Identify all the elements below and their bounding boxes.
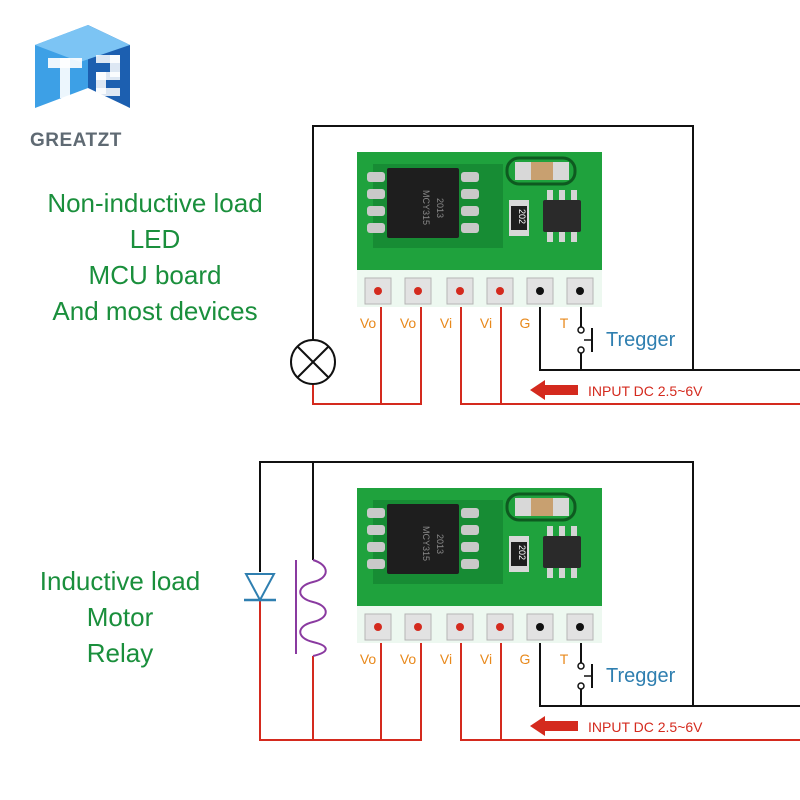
pin-label: G bbox=[520, 651, 531, 667]
bottom-pin-dots bbox=[374, 623, 504, 631]
bottom-pin-labels: Vo Vo Vi Vi G T bbox=[360, 651, 569, 667]
brand-logo-mark bbox=[35, 25, 130, 108]
top-trigger-label: Tregger bbox=[606, 329, 676, 351]
pin-label: Vi bbox=[480, 651, 492, 667]
bottom-section: Inductive load Motor Relay Tregger bbox=[40, 461, 800, 741]
top-resistor-marking: 202 bbox=[517, 209, 527, 224]
lamp-icon bbox=[290, 339, 336, 385]
brand-logo: GREATZT bbox=[30, 25, 130, 151]
bottom-label-line: Motor bbox=[87, 602, 154, 632]
top-input-label: INPUT DC 2.5~6V bbox=[588, 383, 703, 399]
pin-label: T bbox=[560, 651, 569, 667]
top-label-line: And most devices bbox=[52, 296, 257, 326]
pin-label: Vo bbox=[360, 651, 377, 667]
pin-label: T bbox=[560, 315, 569, 331]
top-label-line: Non-inductive load bbox=[47, 188, 262, 218]
diode-icon bbox=[244, 573, 276, 603]
bottom-input-arrow-icon bbox=[530, 716, 578, 736]
top-label-line: MCU board bbox=[89, 260, 222, 290]
pin-label: G bbox=[520, 315, 531, 331]
pin-label: Vi bbox=[480, 315, 492, 331]
relay-coil-icon bbox=[295, 559, 327, 657]
bottom-output-wire bbox=[259, 600, 422, 741]
pin-label: Vi bbox=[440, 651, 452, 667]
bottom-trigger-switch bbox=[577, 662, 593, 690]
bottom-load-labels: Inductive load Motor Relay bbox=[40, 566, 200, 668]
bottom-module-board: MCY315 2013 202 bbox=[355, 486, 604, 645]
bottom-label-line: Relay bbox=[87, 638, 153, 668]
top-trigger-switch bbox=[577, 326, 593, 354]
top-pin-labels: Vo Vo Vi Vi G T bbox=[360, 315, 569, 331]
bottom-input-label: INPUT DC 2.5~6V bbox=[588, 719, 703, 735]
pin-label: Vo bbox=[400, 651, 417, 667]
pin-label: Vo bbox=[400, 315, 417, 331]
brand-name: GREATZT bbox=[30, 130, 122, 151]
top-ground-wire bbox=[539, 290, 693, 371]
bottom-load-return-wire bbox=[259, 461, 800, 707]
top-load-labels: Non-inductive load LED MCU board And mos… bbox=[47, 188, 262, 326]
top-chip-marking: 2013 bbox=[435, 198, 445, 218]
bottom-chip-marking: 2013 bbox=[435, 534, 445, 554]
bottom-label-line: Inductive load bbox=[40, 566, 200, 596]
top-pin-dots bbox=[374, 287, 504, 295]
top-input-arrow-icon bbox=[530, 380, 578, 400]
top-chip-marking: MCY315 bbox=[421, 190, 431, 225]
pin-label: Vo bbox=[360, 315, 377, 331]
bottom-chip-marking: MCY315 bbox=[421, 526, 431, 561]
bottom-ground-wire bbox=[539, 626, 693, 707]
bottom-resistor-marking: 202 bbox=[517, 545, 527, 560]
pin-label: Vi bbox=[440, 315, 452, 331]
top-section: Non-inductive load LED MCU board And mos… bbox=[47, 125, 800, 405]
top-label-line: LED bbox=[130, 224, 181, 254]
bottom-input-wire bbox=[460, 626, 800, 741]
top-output-wire bbox=[312, 290, 422, 405]
top-input-wire bbox=[460, 290, 800, 405]
bottom-trigger-label: Tregger bbox=[606, 665, 676, 687]
top-load-return-wire bbox=[312, 125, 800, 371]
top-module-board: MCY315 2013 202 bbox=[355, 150, 604, 309]
